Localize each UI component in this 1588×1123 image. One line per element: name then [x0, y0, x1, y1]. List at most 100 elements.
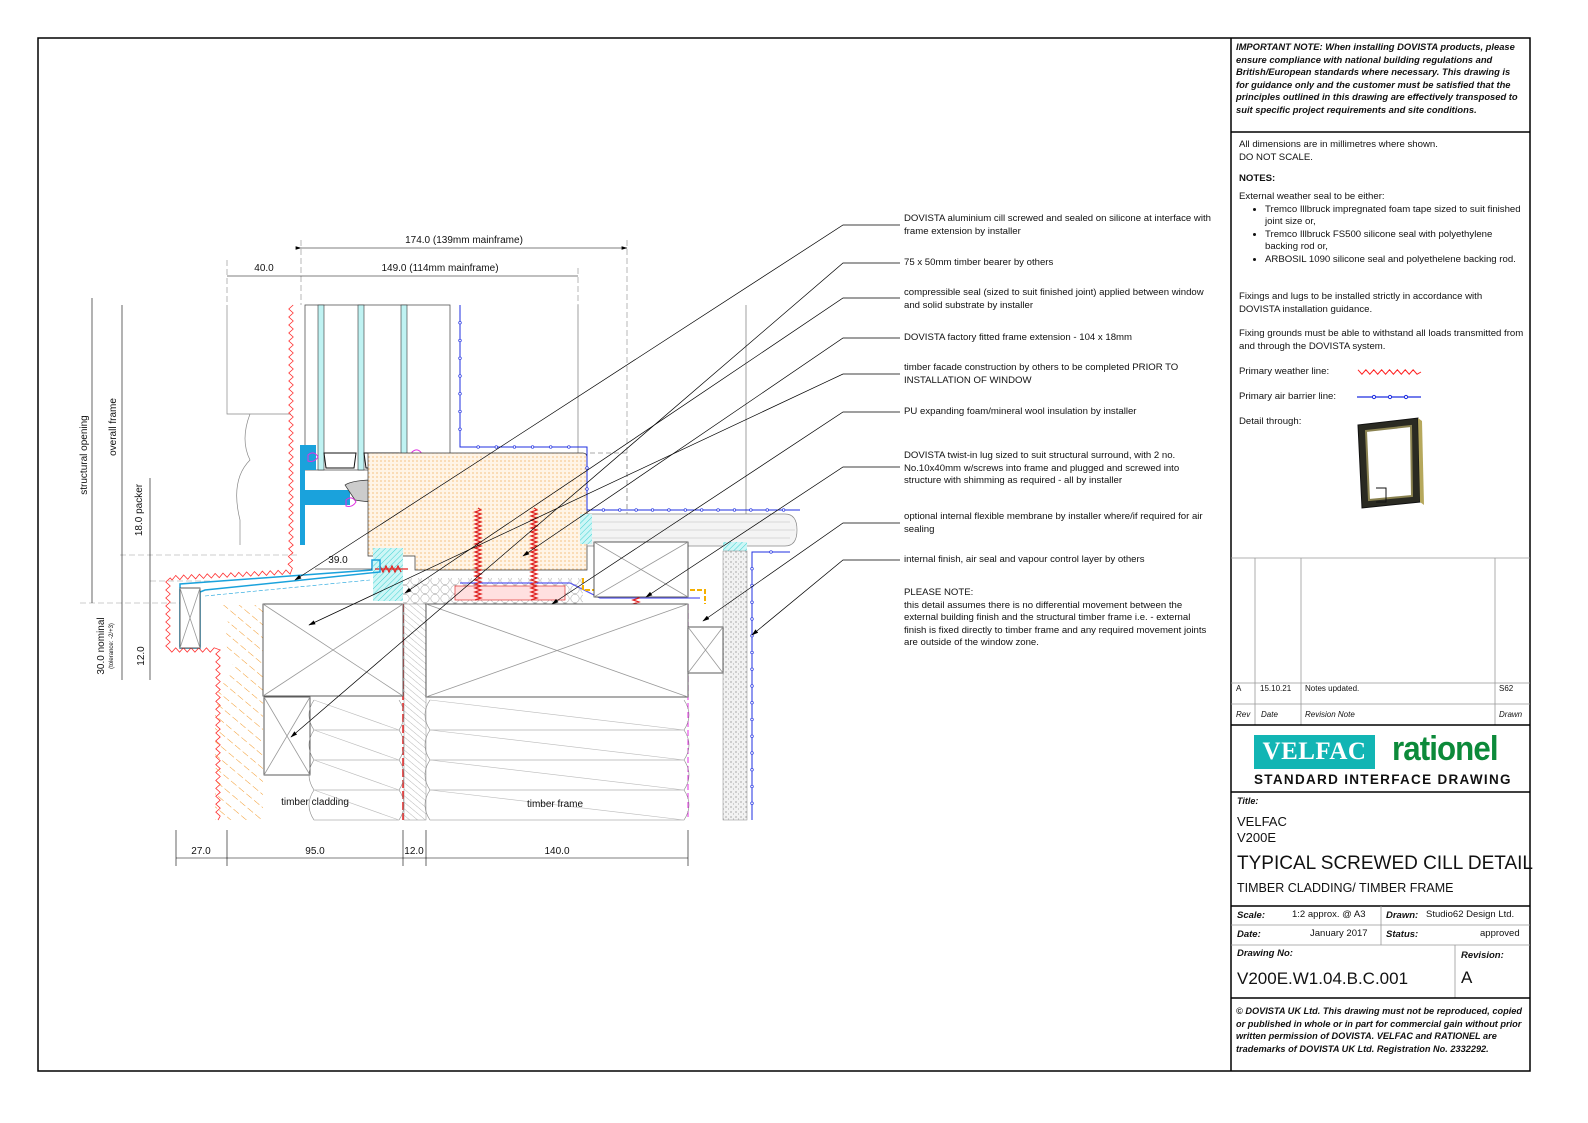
- dimensions-note-2: DO NOT SCALE.: [1239, 151, 1313, 163]
- rev-note-cell: Notes updated.: [1305, 684, 1360, 693]
- dim-frame-width: 149.0 (114mm mainframe): [381, 263, 498, 274]
- screw-icon: [473, 507, 483, 601]
- weather-seal-intro: External weather seal to be either:: [1239, 191, 1385, 202]
- dim-overall-width: 174.0 (139mm mainframe): [405, 235, 523, 246]
- drawing-title: TYPICAL SCREWED CILL DETAIL: [1237, 853, 1533, 874]
- scale-value: 1:2 approx. @ A3: [1292, 909, 1366, 920]
- insulation-wave: [308, 729, 405, 761]
- drawn-value: Studio62 Design Ltd.: [1426, 909, 1515, 920]
- air-barrier-dot: [750, 667, 754, 671]
- dim-tolerance: (tolerance: -2/+3): [109, 623, 115, 669]
- air-barrier-dot: [732, 508, 737, 512]
- annotation-twist-in-lug: DOVISTA twist-in lug sized to suit struc…: [904, 450, 1180, 487]
- annotation-pu-foam: PU expanding foam/mineral wool insulatio…: [904, 406, 1137, 417]
- leader-line: [290, 262, 900, 738]
- scale-label: Scale:: [1237, 910, 1265, 921]
- important-note-heading: IMPORTANT NOTE:: [1236, 41, 1323, 52]
- window-thumbnail-icon: [1357, 417, 1424, 509]
- twist-in-lug: [454, 585, 566, 601]
- air-barrier-dot: [530, 445, 535, 449]
- legend-air-label: Primary air barrier line:: [1239, 391, 1337, 402]
- revision-value: A: [1461, 968, 1473, 987]
- screw-icon: [529, 507, 539, 601]
- insulation-wave: [308, 759, 405, 791]
- label-timber-cladding: timber cladding: [281, 797, 349, 808]
- revision-label: Revision:: [1461, 950, 1504, 961]
- air-barrier-dot: [458, 321, 462, 325]
- air-barrier-dot: [458, 338, 462, 343]
- weather-line-legend-icon: [1357, 369, 1422, 375]
- legend-weather-label: Primary weather line:: [1239, 366, 1330, 377]
- air-barrier-dot: [750, 784, 754, 789]
- air-barrier-dot: [585, 487, 589, 491]
- air-barrier-dot: [549, 445, 553, 449]
- air-barrier-dot: [458, 427, 462, 431]
- air-barrier-dot: [750, 768, 754, 772]
- date-header: Date: [1261, 710, 1278, 719]
- air-barrier-dot: [667, 508, 671, 512]
- weather-seal-option: ARBOSIL 1090 silicone seal and polyethel…: [1265, 254, 1524, 267]
- timber-section: [262, 603, 404, 697]
- annotation-cill: DOVISTA aluminium cill screwed and seale…: [904, 213, 1211, 237]
- velfac-logo: VELFAC: [1254, 735, 1375, 769]
- air-barrier-dot: [750, 684, 754, 688]
- product-model: V200E: [1237, 830, 1277, 845]
- please-note-text: this detail assumes there is no differen…: [904, 599, 1207, 649]
- air-barrier-legend-icon: [1357, 394, 1421, 400]
- air-barrier-dot: [750, 650, 754, 655]
- leader-line: [294, 224, 900, 581]
- grounds-note: Fixing grounds must be able to withstand…: [1239, 328, 1524, 352]
- air-barrier-dot: [750, 734, 754, 738]
- air-barrier-dot: [769, 550, 773, 554]
- date-label: Date:: [1237, 929, 1261, 940]
- air-barrier-dot: [512, 445, 517, 449]
- status-value: approved: [1480, 928, 1520, 939]
- sheathing-board: [403, 603, 427, 821]
- important-note-text: When installing DOVISTA products, please…: [1236, 41, 1518, 115]
- annotation-frame-extension: DOVISTA factory fitted frame extension -…: [904, 332, 1133, 343]
- revision-note-header: Revision Note: [1305, 710, 1355, 719]
- fixings-note: Fixings and lugs to be installed strictl…: [1239, 291, 1483, 315]
- please-note-heading: PLEASE NOTE:: [904, 587, 974, 598]
- product-brand: VELFAC: [1237, 814, 1287, 829]
- air-barrier-dot: [618, 508, 622, 512]
- notes-heading: NOTES:: [1239, 173, 1276, 184]
- dim-nominal: 30.0 nominal: [96, 617, 107, 674]
- air-barrier-dot: [781, 508, 786, 512]
- leader-line: [522, 337, 900, 557]
- annotation-timber-facade: timber facade construction by others to …: [904, 362, 1179, 386]
- timber-section: [263, 696, 311, 776]
- air-barrier-dot: [585, 466, 589, 470]
- timber-section: [687, 626, 724, 674]
- air-barrier-dot: [750, 751, 754, 755]
- dimensions-note-1: All dimensions are in millimetres where …: [1239, 139, 1438, 150]
- title-label: Title:: [1237, 796, 1259, 806]
- weather-seal-note: External weather seal to be either: Trem…: [1239, 191, 1524, 267]
- air-barrier-dot: [683, 508, 687, 512]
- annotation-internal-finish: internal finish, air seal and vapour con…: [904, 554, 1145, 565]
- air-barrier-dot: [750, 701, 754, 705]
- sheet-border: [37, 37, 1531, 1072]
- dim-bottom-2: 95.0: [305, 846, 325, 857]
- air-barrier-dot: [716, 508, 720, 512]
- drawn-label: Drawn:: [1386, 910, 1419, 921]
- air-barrier-dot: [750, 567, 754, 571]
- dim-overall-frame: overall frame: [108, 398, 119, 456]
- dim-left: 40.0: [254, 263, 274, 274]
- date-value: January 2017: [1310, 928, 1368, 939]
- dimensions-note: All dimensions are in millimetres where …: [1239, 139, 1529, 164]
- copyright-note: © DOVISTA UK Ltd. This drawing must not …: [1236, 1006, 1522, 1054]
- insulation-wave: [424, 789, 690, 821]
- drawing-no-label: Drawing No:: [1237, 948, 1293, 959]
- annotation-compressible-seal: compressible seal (sized to suit finishe…: [904, 287, 1204, 311]
- air-barrier-dot: [494, 445, 498, 449]
- air-barrier-dot: [458, 392, 462, 396]
- drawn-header: Drawn: [1499, 710, 1523, 719]
- leader-line: [702, 522, 900, 622]
- drawing-number: V200E.W1.04.B.C.001: [1237, 969, 1409, 988]
- internal-finish: [722, 550, 748, 821]
- timber-cladding: [215, 605, 263, 820]
- standard-interface-heading: STANDARD INTERFACE DRAWING: [1254, 772, 1512, 787]
- dim-bottom-3: 12.0: [404, 846, 424, 857]
- air-barrier-dot: [458, 356, 462, 360]
